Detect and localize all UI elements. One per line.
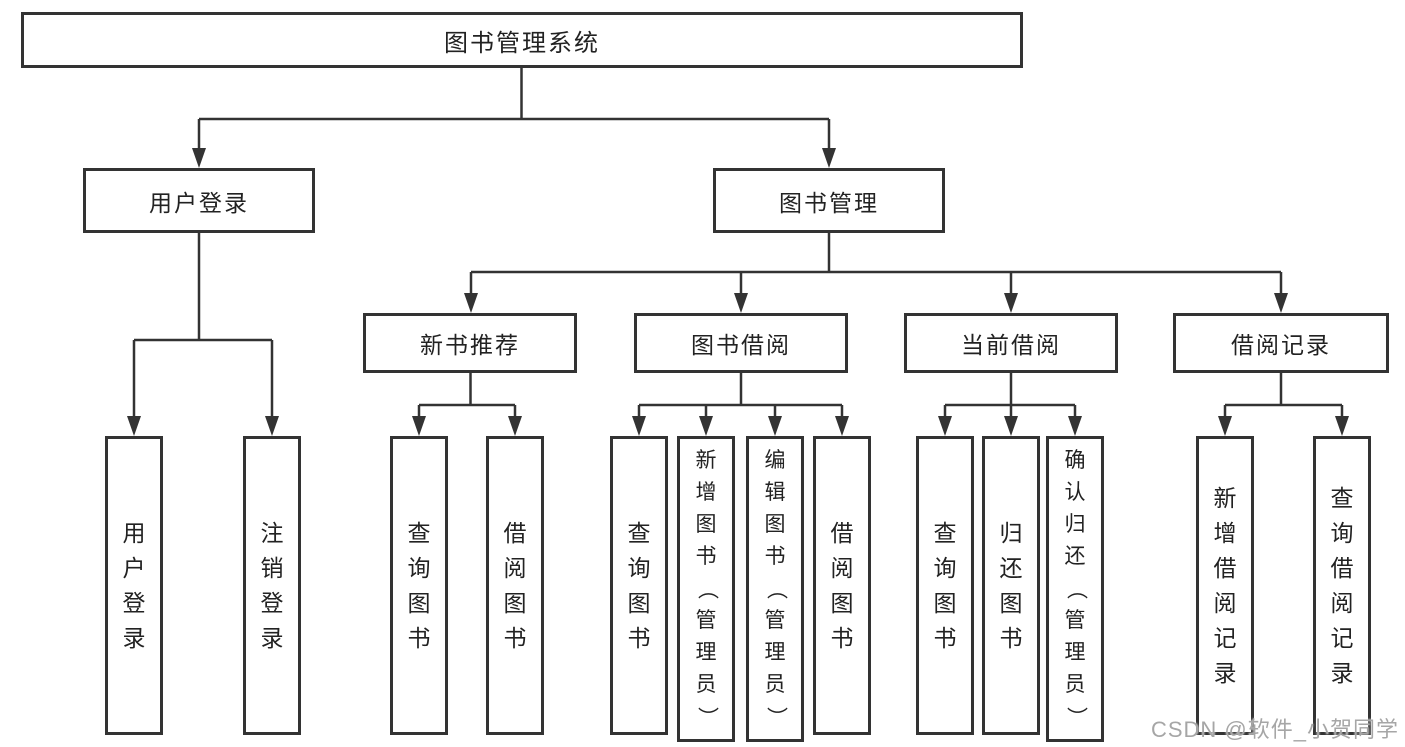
node-library-management-system: 图书管理系统 xyxy=(21,12,1023,68)
leaf-query-books-current: 查询图书 xyxy=(916,436,974,735)
leaf-return-books: 归还图书 xyxy=(982,436,1040,735)
leaf-logout: 注销登录 xyxy=(243,436,301,735)
node-user-login-branch: 用户登录 xyxy=(83,168,315,233)
leaf-query-books-borrowing: 查询图书 xyxy=(610,436,668,735)
leaf-add-borrow-record: 新增借阅记录 xyxy=(1196,436,1254,735)
leaf-borrow-books-borrowing: 借阅图书 xyxy=(813,436,871,735)
node-book-management-branch: 图书管理 xyxy=(713,168,945,233)
node-new-book-recommendation: 新书推荐 xyxy=(363,313,577,373)
leaf-add-books-admin: 新增图书（管理员） xyxy=(677,436,735,742)
leaf-edit-books-admin: 编辑图书（管理员） xyxy=(746,436,804,742)
leaf-user-login: 用户登录 xyxy=(105,436,163,735)
leaf-confirm-return-admin: 确认归还（管理员） xyxy=(1046,436,1104,742)
node-borrowing-records: 借阅记录 xyxy=(1173,313,1389,373)
leaf-query-borrow-record: 查询借阅记录 xyxy=(1313,436,1371,735)
leaf-query-books-recommend: 查询图书 xyxy=(390,436,448,735)
leaf-borrow-books-recommend: 借阅图书 xyxy=(486,436,544,735)
csdn-watermark: CSDN @软件_小贺同学 xyxy=(1150,717,1399,742)
node-current-borrowing: 当前借阅 xyxy=(904,313,1118,373)
node-book-borrowing: 图书借阅 xyxy=(634,313,848,373)
